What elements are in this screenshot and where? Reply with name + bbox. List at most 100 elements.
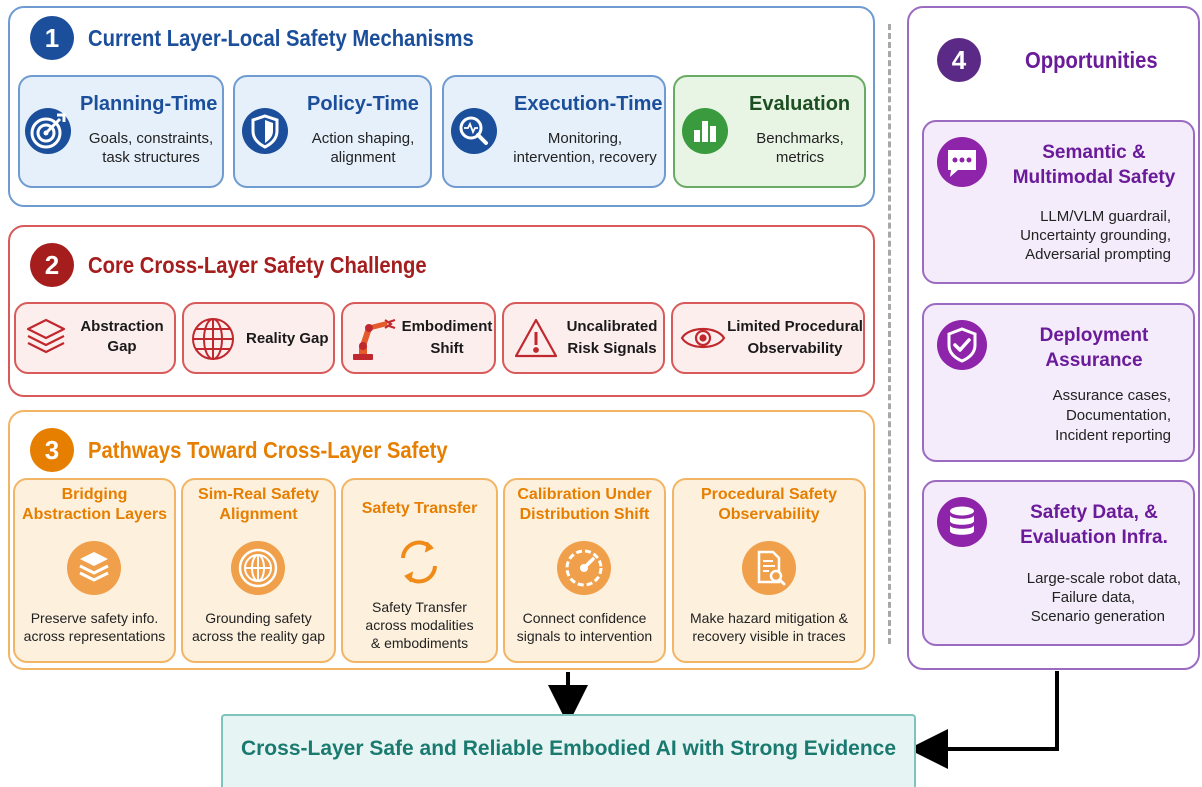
bar-chart-icon [681, 107, 729, 155]
deployment-assurance-title-2: Assurance [1045, 350, 1143, 371]
robot-arm-icon [349, 314, 397, 362]
gauge-icon [556, 540, 612, 596]
section-3-number: 3 [30, 428, 74, 472]
section-1-panel [8, 6, 875, 207]
execution-time-desc-1: Monitoring, [547, 130, 623, 147]
shield-check-icon [936, 319, 988, 371]
bridging-abstraction-title-1: Bridging [61, 486, 128, 503]
reality-gap-label: Reality Gap [246, 330, 329, 347]
safety-data-title-1: Safety Data, & [1030, 502, 1158, 523]
deployment-assurance-desc-2: Documentation, [1065, 407, 1171, 424]
evaluation-desc-1: Benchmarks, [756, 130, 844, 147]
bridging-abstraction-card: Bridging Abstraction Layers Preserve saf… [13, 478, 176, 663]
policy-time-title: Policy-Time [307, 93, 419, 115]
section-2-title: Core Cross-Layer Safety Challenge [88, 252, 427, 278]
procedural-observability-card: Procedural Safety Observability Make haz… [672, 478, 866, 663]
section-4-number: 4 [937, 38, 981, 82]
safety-data-desc-3: Scenario generation [1030, 608, 1165, 625]
section-2-panel [8, 225, 875, 397]
calibration-title-1: Calibration Under [517, 486, 652, 503]
safety-data-desc-2: Failure data, [1051, 589, 1135, 606]
safety-data-desc-1: Large-scale robot data, [1026, 570, 1181, 587]
evaluation-desc-2: metrics [775, 149, 825, 166]
limited-observability-line-1: Limited Procedural [727, 318, 863, 335]
deployment-assurance-card: Deployment Assurance Assurance cases, Do… [922, 303, 1195, 462]
deployment-assurance-title-1: Deployment [1039, 325, 1149, 346]
uncalibrated-risk-line-2: Risk Signals [567, 340, 657, 357]
evaluation-card: Evaluation Benchmarks, metrics [673, 75, 866, 188]
section-4-elbow-arrow [908, 671, 1059, 769]
execution-time-card: Execution-Time Monitoring, intervention,… [442, 75, 666, 188]
procedural-observability-title-2: Observability [718, 506, 820, 523]
bridging-abstraction-desc-1: Preserve safety info. [30, 610, 159, 626]
embodiment-shift-line-2: Shift [430, 340, 464, 357]
warning-icon [512, 316, 560, 360]
result-title: Cross-Layer Safe and Reliable Embodied A… [240, 737, 897, 760]
target-icon [24, 107, 72, 155]
planning-time-card: Planning-Time Goals, constraints, task s… [18, 75, 224, 188]
section-3-panel [8, 410, 875, 670]
sim-real-card: Sim-Real Safety Alignment Grounding safe… [181, 478, 336, 663]
section-1-number: 1 [30, 16, 74, 60]
section-3-title: Pathways Toward Cross-Layer Safety [88, 437, 448, 463]
globe-icon [230, 540, 286, 596]
dashed-separator [888, 24, 891, 644]
execution-time-desc-2: intervention, recovery [513, 149, 657, 166]
abstraction-gap-card: Abstraction Gap [14, 302, 176, 374]
deployment-assurance-desc-1: Assurance cases, [1052, 387, 1171, 404]
result-box [221, 714, 916, 787]
policy-time-card: Policy-Time Action shaping, alignment [233, 75, 432, 188]
embodiment-shift-line-1: Embodiment [401, 318, 493, 335]
planning-time-desc-1: Goals, constraints, [88, 130, 214, 147]
uncalibrated-risk-line-1: Uncalibrated [566, 318, 658, 335]
cycle-arrows-icon [393, 536, 445, 588]
safety-data-card: Safety Data, & Evaluation Infra. Large-s… [922, 480, 1195, 646]
calibration-card: Calibration Under Distribution Shift Con… [503, 478, 666, 663]
database-icon [936, 496, 988, 548]
calibration-desc-2: signals to intervention [516, 628, 653, 644]
deployment-assurance-desc-3: Incident reporting [1055, 427, 1171, 444]
limited-observability-line-2: Observability [747, 340, 843, 357]
safety-transfer-title: Safety Transfer [361, 500, 478, 517]
planning-time-title: Planning-Time [80, 93, 218, 115]
semantic-safety-desc-2: Uncertainty grounding, [1020, 227, 1171, 244]
section-4-title: Opportunities [1025, 47, 1158, 73]
sim-real-desc-1: Grounding safety [205, 610, 312, 626]
section-1-title: Current Layer-Local Safety Mechanisms [88, 25, 474, 51]
reality-gap-card: Reality Gap [182, 302, 335, 374]
semantic-safety-title-2: Multimodal Safety [1012, 167, 1176, 188]
globe-icon [190, 316, 236, 362]
safety-transfer-card: Safety Transfer Safety Transfer across m… [341, 478, 498, 663]
monitor-search-icon [450, 107, 498, 155]
layers-icon [66, 540, 122, 596]
bridging-abstraction-title-2: Abstraction Layers [22, 506, 167, 523]
uncalibrated-risk-card: Uncalibrated Risk Signals [502, 302, 665, 374]
embodiment-shift-card: Embodiment Shift [341, 302, 496, 374]
bridging-abstraction-desc-2: across representations [23, 628, 166, 644]
limited-observability-card: Limited Procedural Observability [671, 302, 865, 374]
evaluation-title: Evaluation [749, 93, 851, 115]
procedural-observability-desc-2: recovery visible in traces [692, 628, 846, 644]
policy-time-desc-2: alignment [330, 149, 396, 166]
sim-real-desc-2: across the reality gap [191, 628, 326, 644]
abstraction-gap-line-1: Abstraction [80, 318, 164, 335]
semantic-safety-title-1: Semantic & [1042, 142, 1146, 163]
execution-time-title: Execution-Time [514, 93, 663, 115]
section-4-panel [907, 6, 1200, 670]
layers-icon [24, 316, 68, 360]
shield-icon [241, 107, 289, 155]
safety-transfer-desc-1: Safety Transfer [372, 599, 467, 615]
planning-time-desc-2: task structures [102, 149, 200, 166]
safety-transfer-desc-3: & embodiments [370, 635, 469, 651]
document-search-icon [741, 540, 797, 596]
calibration-title-2: Distribution Shift [519, 506, 650, 523]
calibration-desc-1: Connect confidence [522, 610, 647, 626]
chat-icon [936, 136, 988, 188]
sim-real-title-1: Sim-Real Safety [198, 486, 319, 503]
section-2-number: 2 [30, 243, 74, 287]
procedural-observability-title-1: Procedural Safety [700, 486, 838, 503]
policy-time-desc-1: Action shaping, [311, 130, 415, 147]
sim-real-title-2: Alignment [219, 506, 298, 523]
procedural-observability-desc-1: Make hazard mitigation & [690, 610, 848, 626]
